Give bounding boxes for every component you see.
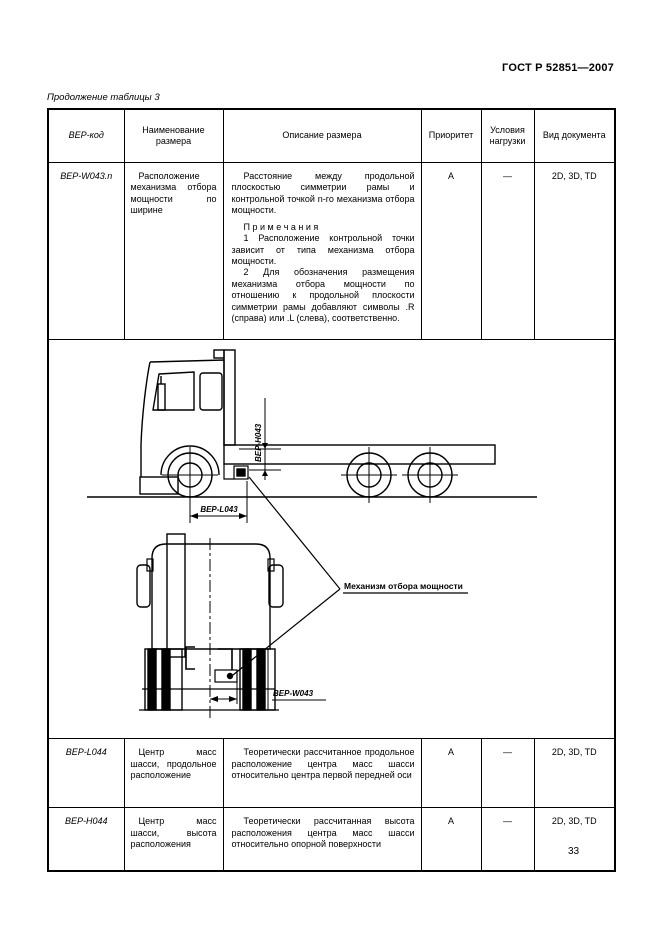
stack-tab	[213, 349, 225, 359]
table-caption: Продолжение таблицы 3	[47, 92, 160, 103]
pto-bracket-side	[223, 464, 234, 480]
load-conditions-cell: —	[480, 807, 535, 872]
table-row: ВЕР-L044 Центр масс шасси, продольное ра…	[47, 738, 616, 809]
notes-title: П р и м е ч а н и я	[243, 221, 319, 232]
pto-point-side	[236, 468, 246, 477]
dimension-name-cell: Центр масс шасси, продольное расположени…	[123, 738, 224, 809]
leader-to-rear-view	[232, 588, 341, 676]
col-header-load-conditions: Условия нагрузки	[480, 108, 535, 163]
col-header-description: Описание размера	[222, 108, 422, 163]
table-header-row: ВЕР-код Наименование размера Описание ра…	[47, 108, 616, 163]
document-type-cell: 2D, 3D, TD	[533, 162, 616, 340]
exhaust-stack	[223, 349, 236, 446]
mirror-left	[136, 564, 151, 608]
wheel-left-1	[147, 648, 157, 711]
wheel-right-1	[242, 648, 252, 711]
mirror-right	[268, 564, 284, 608]
note-1: 1 Расположение контрольной точки зависит…	[231, 233, 415, 266]
priority-cell: А	[420, 738, 482, 809]
truck-rear-view	[136, 533, 284, 721]
exhaust-stack-rear	[166, 533, 186, 658]
table-row: ВЕР-Н044 Центр масс шасси, высота распол…	[47, 807, 616, 872]
dimensions-table: ВЕР-код Наименование размера Описание ра…	[47, 108, 616, 873]
dimension-label-h043: BEP-H043	[254, 423, 263, 462]
cab-outline	[140, 359, 225, 477]
col-header-priority: Приоритет	[420, 108, 482, 163]
dimension-name-cell: Расположение механизма отбора мощности п…	[123, 162, 224, 340]
col-header-bep-code: ВЕР-код	[47, 108, 125, 163]
frame-rail	[223, 444, 496, 465]
pto-callout-label: Механизм отбора мощности	[344, 581, 463, 591]
side-mirror	[157, 383, 166, 411]
cab-rear-outline	[151, 543, 271, 650]
front-bumper	[139, 476, 179, 495]
truck-technical-drawing: BEP-H043 BEP-L043	[87, 349, 537, 721]
wheel-arch	[160, 445, 220, 476]
door-window	[199, 372, 223, 411]
dimension-label-w043: BEP-W043	[273, 689, 314, 698]
leader-from-side-view	[248, 476, 341, 590]
description-paragraph: Теоретически рассчитанное продольное рас…	[231, 747, 415, 781]
load-conditions-cell: —	[480, 738, 535, 809]
bep-code-cell: ВЕР-L044	[47, 738, 125, 809]
bep-code-cell: ВЕР-Н044	[47, 807, 125, 872]
load-conditions-cell: —	[480, 162, 535, 340]
dimension-label-l043: BEP-L043	[200, 505, 238, 514]
dimension-w043: BEP-W043	[210, 682, 326, 704]
truck-side-view	[87, 349, 537, 503]
dimension-name-cell: Центр масс шасси, высота расположения	[123, 807, 224, 872]
pto-callout: Механизм отбора мощности	[232, 476, 468, 676]
dimension-description-cell: Расстояние между продольной плоскостью с…	[222, 162, 422, 340]
page-number: 33	[568, 846, 580, 857]
table-row: ВЕР-W043.n Расположение механизма отбора…	[47, 162, 616, 340]
document-type-cell: 2D, 3D, TD	[533, 738, 616, 809]
dimension-l043: BEP-L043	[189, 481, 248, 523]
document-code: ГОСТ Р 52851—2007	[502, 62, 614, 74]
priority-cell: А	[420, 807, 482, 872]
wheel-left-2	[161, 648, 171, 711]
windshield	[152, 371, 195, 411]
dimension-description-cell: Теоретически рассчитанное продольное рас…	[222, 738, 422, 809]
pto-box-rear	[214, 669, 238, 683]
wheel-right-2	[256, 648, 266, 711]
dimension-h043: BEP-H043	[239, 398, 281, 480]
description-paragraph: Расстояние между продольной плоскостью с…	[231, 171, 415, 216]
description-paragraph: Теоретически рассчитанная высота располо…	[231, 816, 415, 850]
technical-drawing-cell: BEP-H043 BEP-L043	[47, 338, 616, 740]
dimension-description-cell: Теоретически рассчитанная высота располо…	[222, 807, 422, 872]
pto-point-rear	[226, 672, 234, 680]
drawing-row: BEP-H043 BEP-L043	[47, 338, 616, 740]
pto-bracket-rear	[218, 648, 233, 670]
col-header-name: Наименование размера	[123, 108, 224, 163]
bep-code-cell: ВЕР-W043.n	[47, 162, 125, 340]
pto-point-box	[233, 465, 249, 480]
col-header-document-type: Вид документа	[533, 108, 616, 163]
note-2: 2 Для обозначения размещения механизма о…	[231, 267, 415, 324]
document-type-cell: 2D, 3D, TD	[533, 807, 616, 872]
priority-cell: А	[420, 162, 482, 340]
frame-bracket-left	[185, 646, 195, 670]
